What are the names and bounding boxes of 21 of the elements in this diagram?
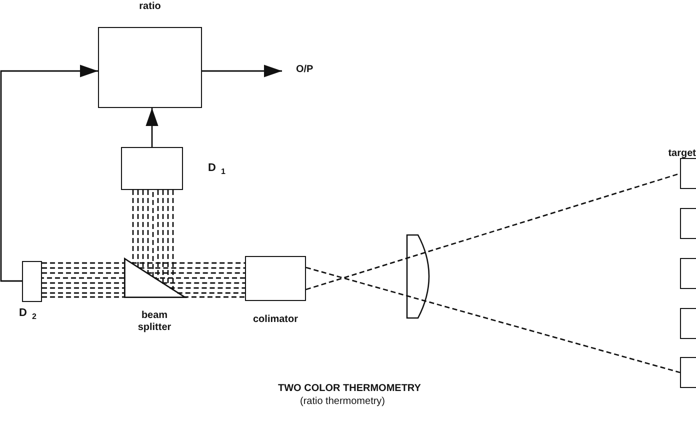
- output-label: O/P: [296, 64, 314, 76]
- caption: (ratio thermometry): [300, 396, 386, 408]
- light-beam: [306, 266, 680, 374]
- diagram-title: TWO COLOR THERMOMETRY: [278, 383, 421, 395]
- arrow: [0, 64, 98, 282]
- light-beam: [42, 277, 124, 279]
- arrow: [202, 64, 282, 78]
- detector-label: D$_{1}$: [208, 162, 226, 178]
- light-beam: [154, 277, 245, 279]
- component-label: ratio: [139, 1, 161, 13]
- component-label: target: [668, 148, 696, 160]
- target-box: [680, 258, 696, 289]
- light-beam: [306, 172, 680, 290]
- detector-label: D$_{2}$: [19, 307, 36, 324]
- target-box: [680, 308, 696, 339]
- component-label: beam splitter: [136, 310, 172, 334]
- target-box: [680, 208, 696, 239]
- target-box: [680, 357, 696, 388]
- arrow: [146, 108, 158, 147]
- light-beam: [152, 190, 154, 278]
- component-label: colimator: [253, 314, 298, 326]
